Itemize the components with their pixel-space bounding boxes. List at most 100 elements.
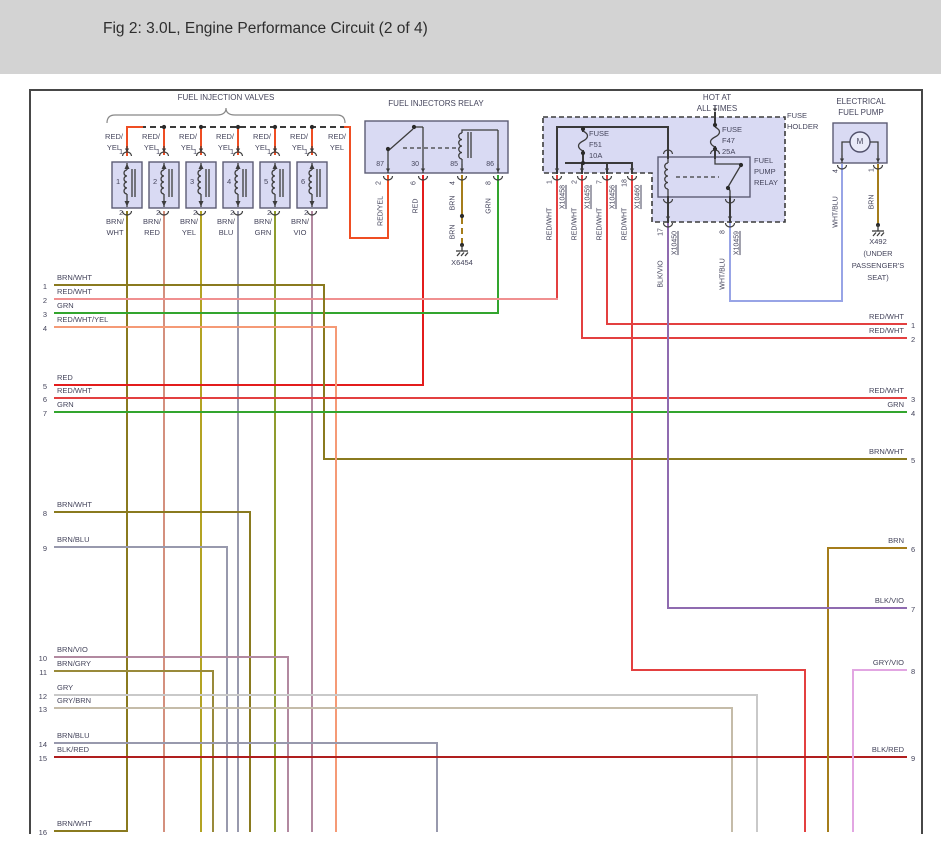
wire-pumprelay-lead17 (667, 196, 669, 223)
junction-dot (712, 122, 718, 128)
right-row-label-8: GRY/VIO (872, 658, 904, 667)
left-row-label-13: GRY/BRN (57, 696, 92, 705)
symbol-path (387, 128, 414, 152)
pin-arc (709, 149, 721, 155)
left-row-label-4: RED/WHT/YEL (57, 315, 109, 324)
out_17-conn: X10450 (671, 230, 679, 256)
out_17-wire: BLK/VIO (657, 260, 665, 288)
fuel_injectors_relay-conn_30: 6 (410, 181, 418, 185)
wire-relay85-brn-dash (461, 218, 463, 244)
electrical_fuel_pump-pin_1: 1 (868, 168, 876, 172)
sup-0: RED/ (216, 132, 234, 141)
out_17-pin: 17 (657, 228, 665, 236)
wire-inj3-return (200, 211, 202, 832)
pin-arrowhead (495, 168, 501, 172)
wire-pumprelay-blkvio (667, 221, 669, 609)
pin-arc (306, 151, 318, 157)
sup-0: RED/ (253, 132, 271, 141)
left-row-number-15: 15 (38, 754, 47, 763)
sup-1: YEL (106, 143, 122, 152)
injector-arrow-up (272, 163, 278, 169)
ret-1: VIO (293, 228, 307, 237)
electrical_fuel_pump-pin_4: 4 (832, 169, 840, 173)
right-row-label-9: BLK/RED (871, 745, 904, 754)
wire-row-l12 (756, 694, 758, 832)
wire-row-l11 (212, 670, 214, 832)
pin-arc (576, 175, 588, 181)
wire-relay30-red (422, 175, 424, 386)
symbol-path (271, 169, 276, 195)
wire-inj4-return (237, 211, 239, 832)
symbol-path (123, 169, 128, 195)
0-num: 1 (116, 177, 121, 186)
wire-row-l11 (54, 670, 214, 672)
junction-dot (580, 126, 586, 132)
fuel_injectors_relay-conn_87: 2 (375, 181, 383, 185)
title-0: ELECTRICAL (836, 97, 886, 106)
injector-arrow-down (235, 201, 241, 207)
wire-fuse-pin18 (631, 175, 633, 671)
pin-arc (662, 149, 674, 155)
wire-row-r6 (827, 547, 907, 549)
pin-arc (158, 210, 170, 216)
wire-row-l8 (54, 511, 251, 513)
left-row-number-2: 2 (42, 296, 47, 305)
injector-arrow-up (198, 163, 204, 169)
wire-fuse-pin2 (581, 175, 583, 339)
pin-arc (492, 175, 504, 181)
wire-relay86-grn (497, 175, 499, 314)
title-1: FUEL PUMP (838, 108, 884, 117)
wire-row-l9 (54, 546, 228, 548)
junction-dot (411, 124, 417, 130)
4-top_pin: 1 (267, 149, 271, 156)
symbol-path (464, 252, 469, 257)
wire-relay87-feed (387, 175, 389, 239)
2-num: 3 (190, 177, 195, 186)
pin-arc (601, 175, 613, 181)
wire-fuse-pin7 (606, 323, 907, 325)
pin-arrowhead (839, 158, 845, 162)
relay2-switch (714, 157, 740, 165)
pin-arc (724, 222, 736, 228)
fuel_injectors_relay-conn_86: 8 (485, 181, 493, 185)
pin-arc (195, 151, 207, 157)
symbol-path (308, 169, 313, 195)
right-row-label-3: RED/WHT (869, 386, 904, 395)
valves-brace (106, 107, 346, 124)
wire-fusebox-lowbus (565, 162, 633, 164)
left-row-number-16: 16 (38, 828, 47, 837)
pin-arc (417, 175, 429, 181)
fuel_injectors_relay-wire_86: GRN (485, 198, 493, 214)
1-bot_pin: 2 (156, 210, 160, 217)
junction-dot (161, 124, 167, 130)
1-num: 2 (153, 177, 158, 186)
wire-row-r8 (852, 669, 907, 671)
pin-arc (195, 210, 207, 216)
junction-dot (738, 162, 744, 168)
wire-fuse-pin18 (804, 669, 806, 832)
fuse_f51-1: F51 (589, 140, 602, 149)
wire-row-l13 (54, 707, 733, 709)
fuel_injectors_relay-pin_86: 86 (486, 161, 494, 168)
ret-0: BRN/ (254, 217, 272, 226)
wire-relay30-red (54, 384, 424, 386)
3-top_pin: 1 (230, 149, 234, 156)
pin-arrowhead (385, 168, 391, 172)
injector-arrow-up (161, 163, 167, 169)
pin-arrowhead (579, 168, 585, 172)
relay2-coil (664, 162, 669, 190)
left-row-number-12: 12 (38, 692, 47, 701)
injector-arrow-down (272, 201, 278, 207)
pin-arc (872, 164, 884, 170)
left-row-number-5: 5 (42, 382, 47, 391)
injector-arrow-up (309, 163, 315, 169)
injector-arrow-down (198, 201, 204, 207)
wire-row-l10 (54, 656, 289, 658)
injector-arrow-down (161, 201, 167, 207)
out_8-conn: X10459 (733, 230, 741, 256)
wire-pumprelay-whtblu (841, 164, 843, 302)
right-row-number-1: 1 (911, 321, 916, 330)
wire-row-l9 (226, 546, 228, 832)
holder-0: FUSE (787, 111, 808, 120)
